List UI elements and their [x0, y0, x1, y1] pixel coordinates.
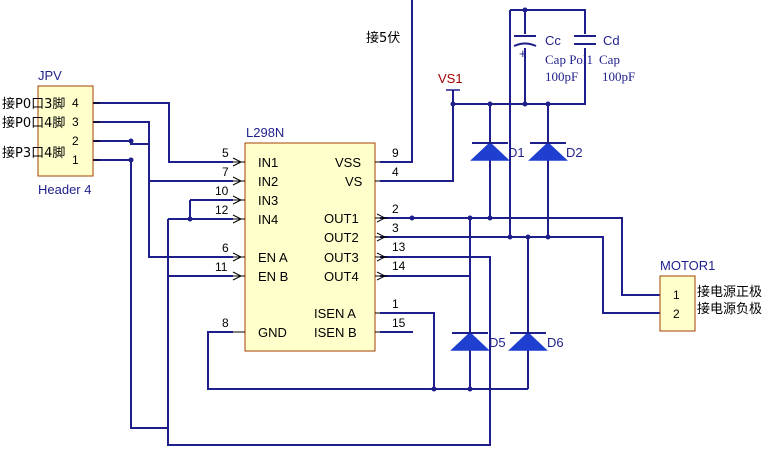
- motor-note-positive: 接电源正极: [697, 284, 762, 300]
- motor-pin-1: 1: [673, 288, 680, 302]
- jpv-note-pin2: 接P3口4脚: [2, 145, 65, 161]
- jpv-comment: Header 4: [38, 182, 91, 197]
- d5-designator: D5: [489, 335, 506, 350]
- l298n-out3-label: OUT3: [324, 250, 359, 265]
- junctions: [128, 7, 551, 392]
- d1-designator: D1: [508, 145, 525, 160]
- diode-d5[interactable]: D5: [450, 331, 506, 351]
- l298n-isenb-label: ISEN B: [314, 325, 357, 340]
- capacitor-cc[interactable]: + Cc Cap Pol1 100pF: [513, 33, 593, 84]
- d6-designator: D6: [547, 335, 564, 350]
- motor-note-negative: 接电源负极: [697, 301, 762, 317]
- jpv-pin-2: 2: [72, 134, 79, 148]
- l298n-pin-2: 2: [392, 202, 399, 216]
- jpv-note-pin4: 接P0口3脚: [2, 96, 65, 112]
- l298n-pin-7: 7: [222, 165, 229, 179]
- jpv-header[interactable]: JPV Header 4 4 3 2 1 接P0口3脚 接P0口4脚 接P3口4…: [2, 68, 100, 197]
- l298n-out2-label: OUT2: [324, 230, 359, 245]
- l298n-designator: L298N: [246, 125, 284, 140]
- l298n-isena-label: ISEN A: [314, 306, 356, 321]
- diode-d1[interactable]: D1: [470, 141, 525, 161]
- cd-value: 100pF: [602, 69, 635, 84]
- l298n-pin-4: 4: [392, 165, 399, 179]
- motor-connector[interactable]: MOTOR1 1 2 接电源正极 接电源负极: [659, 258, 762, 332]
- jpv-pin-4: 4: [72, 96, 79, 110]
- cc-value: 100pF: [545, 69, 578, 84]
- l298n-pin-1: 1: [392, 297, 399, 311]
- diode-d6[interactable]: D6: [508, 331, 564, 351]
- l298n-out1-label: OUT1: [324, 211, 359, 226]
- motor-designator: MOTOR1: [660, 258, 715, 273]
- l298n-vs-label: VS: [345, 174, 363, 189]
- l298n-chip[interactable]: L298N: [215, 125, 406, 352]
- svg-text:+: +: [519, 46, 527, 61]
- diode-d2[interactable]: D2: [528, 141, 583, 161]
- wires: [93, 0, 660, 446]
- l298n-pin-13: 13: [392, 240, 406, 254]
- l298n-pin-11: 11: [215, 260, 228, 274]
- l298n-pin-3: 3: [392, 221, 399, 235]
- l298n-ena-label: EN A: [258, 250, 288, 265]
- l298n-in1-label: IN1: [258, 155, 278, 170]
- l298n-out4-label: OUT4: [324, 269, 359, 284]
- l298n-pin-10: 10: [215, 184, 229, 198]
- l298n-in4-label: IN4: [258, 212, 278, 227]
- cd-comment: Cap: [599, 52, 620, 67]
- l298n-pin-15: 15: [392, 316, 406, 330]
- l298n-pin-8: 8: [222, 316, 229, 330]
- l298n-in2-label: IN2: [258, 174, 278, 189]
- l298n-pin-6: 6: [222, 241, 229, 255]
- d2-designator: D2: [566, 145, 583, 160]
- vss-note: 接5伏: [366, 30, 400, 46]
- l298n-enb-label: EN B: [258, 269, 288, 284]
- cc-designator: Cc: [545, 33, 561, 48]
- jpv-designator: JPV: [38, 68, 62, 83]
- jpv-pin-3: 3: [72, 115, 79, 129]
- jpv-note-pin3: 接P0口4脚: [2, 115, 65, 131]
- cc-comment: Cap Pol1: [545, 52, 593, 67]
- jpv-pin-1: 1: [72, 153, 79, 167]
- capacitor-cd[interactable]: Cd Cap 100pF: [574, 33, 635, 84]
- l298n-pin-12: 12: [215, 203, 229, 217]
- l298n-in3-label: IN3: [258, 193, 278, 208]
- cd-designator: Cd: [603, 33, 620, 48]
- l298n-pin-14: 14: [392, 259, 406, 273]
- vs1-net-label: VS1: [438, 71, 463, 86]
- l298n-gnd-label: GND: [258, 325, 287, 340]
- motor-pin-2: 2: [673, 307, 680, 321]
- l298n-vss-label: VSS: [335, 155, 361, 170]
- l298n-pin-5: 5: [222, 146, 229, 160]
- l298n-pin-9: 9: [392, 146, 399, 160]
